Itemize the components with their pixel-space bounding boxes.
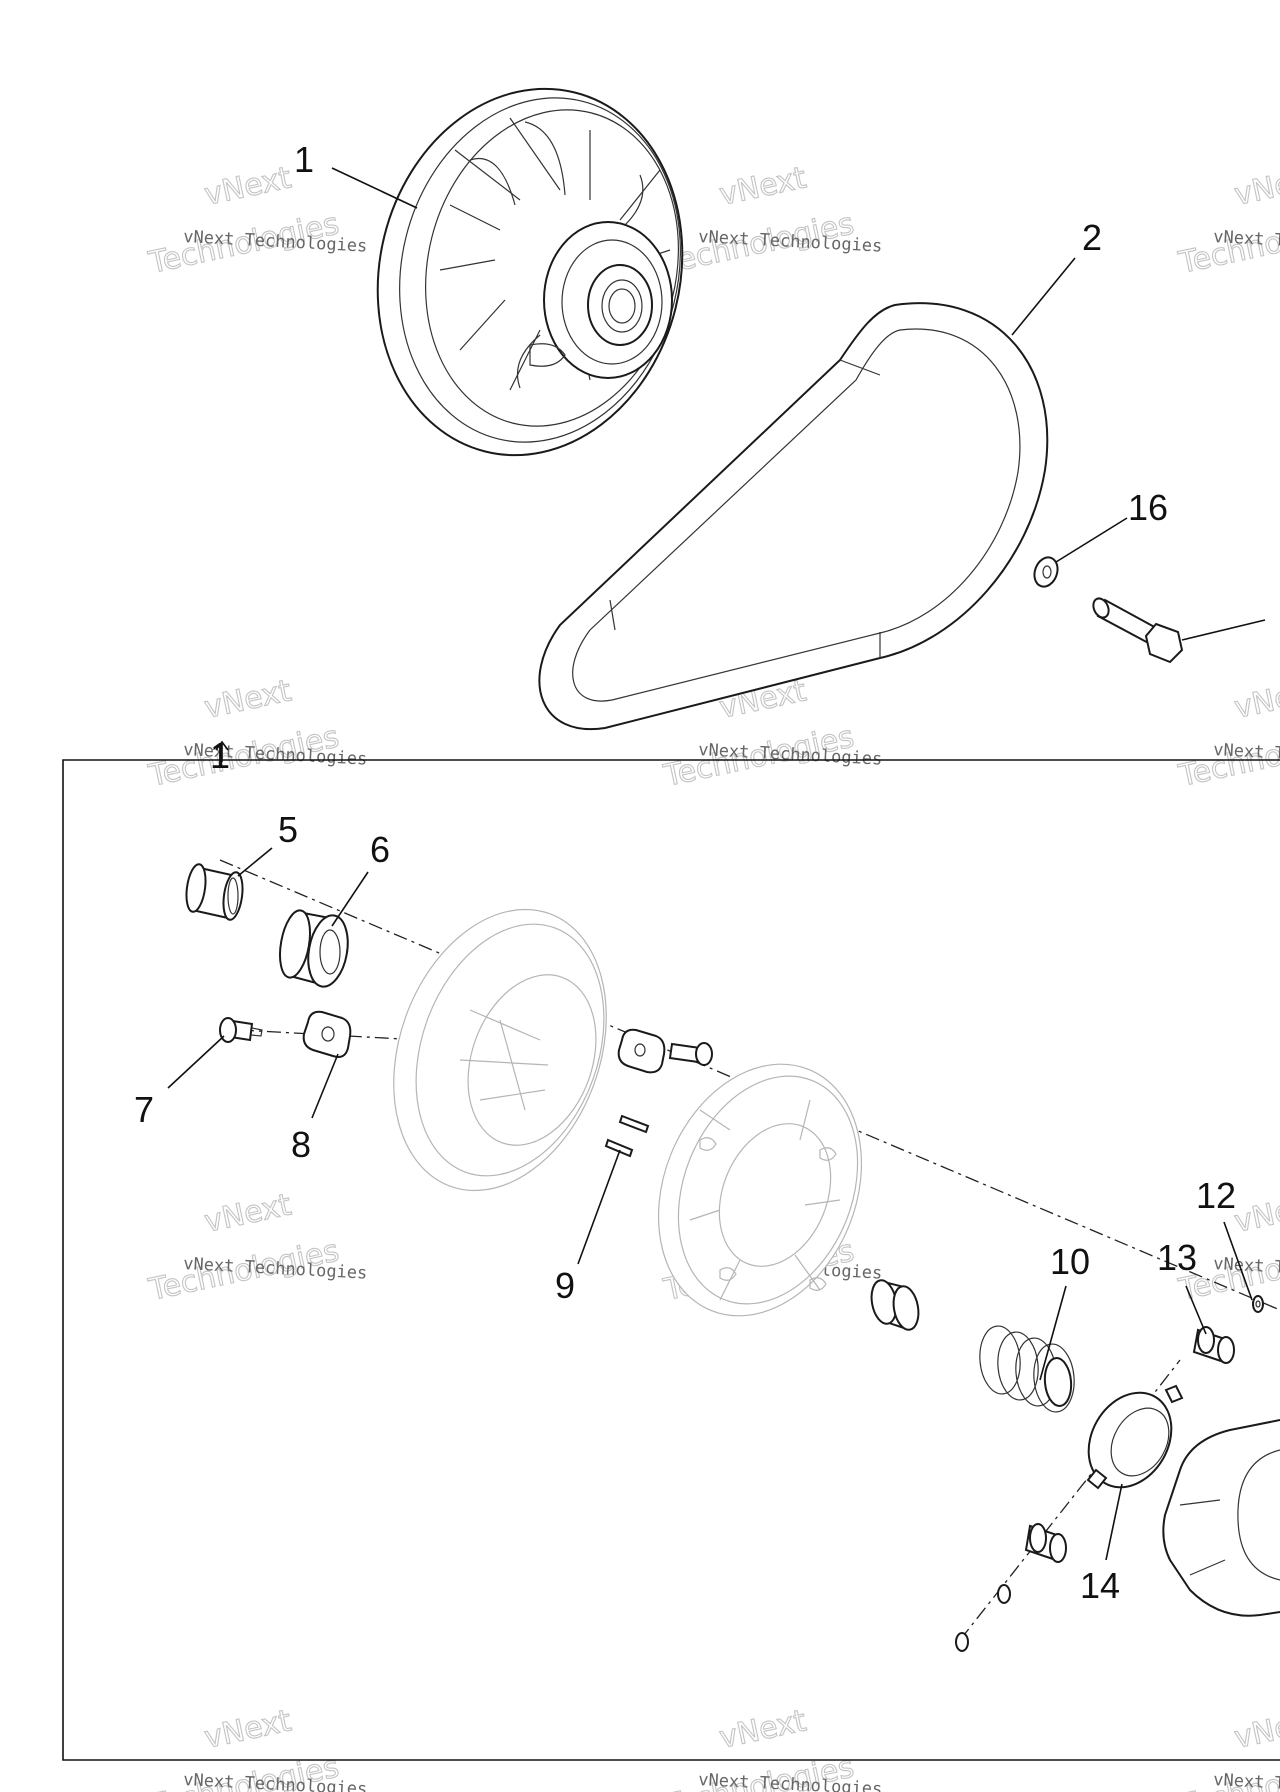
callout-13: 13 [1157,1237,1197,1278]
leader-7 [167,1035,225,1089]
leader-14 [1105,1483,1123,1561]
stationary-sheave [393,908,607,1192]
washer [1033,556,1059,588]
bearing [279,909,349,988]
callout-14: 14 [1080,1565,1120,1606]
svg-text:vNext: vNext [1231,1703,1280,1756]
svg-text:vNext: vNext [1231,1187,1280,1240]
leader-16 [1055,517,1128,563]
small-washer [997,1584,1011,1604]
callout-2: 2 [1082,217,1102,258]
roller-block [617,1028,666,1074]
callout-8: 8 [291,1124,311,1165]
pin [219,1017,263,1043]
svg-text:vNext: vNext [201,160,294,213]
moveable-sheave [657,1063,863,1317]
leader-13 [1185,1285,1207,1335]
watermark-text: vNext Technologies [1213,1770,1280,1792]
spring [979,1325,1075,1413]
leader-6 [331,871,369,927]
dowel-pin [604,1114,650,1158]
leader-1 [331,167,418,209]
leader-5 [237,847,273,877]
leader-bolt [1181,619,1266,641]
small-washer [1252,1295,1264,1313]
svg-text:vNext: vNext [201,1703,294,1756]
roller [1024,1523,1067,1563]
svg-text:vNext: vNext [716,160,809,213]
callout-1: 1 [294,139,314,180]
helix-cam [1086,1384,1184,1490]
watermark: vNext Technologies [1175,160,1280,282]
callout-12: 12 [1196,1175,1236,1216]
frame-callout-arrow [215,740,229,762]
drive-belt [538,302,1049,731]
callout-6: 6 [370,829,390,870]
bolt [1092,597,1184,664]
roller-block [302,1010,352,1058]
cam-housing [1162,1419,1280,1617]
lower-axis [959,1359,1181,1641]
pin [668,1042,713,1066]
watermark: vNext Technologies [145,1187,343,1309]
callout-5: 5 [278,809,298,850]
watermark: vNext Technologies [1175,673,1280,795]
callout-16: 16 [1128,487,1168,528]
svg-text:vNext: vNext [1231,160,1280,213]
exploded-view-frame [62,759,1280,1761]
watermark: vNext Technologies [145,673,343,795]
callout-10: 10 [1050,1241,1090,1282]
roller [1192,1326,1235,1364]
driven-clutch-assembly [376,87,684,457]
leader-9 [577,1149,621,1265]
leader-12 [1223,1221,1253,1301]
svg-text:vNext: vNext [716,1703,809,1756]
leader-2 [1011,257,1076,336]
bushing [185,863,244,921]
svg-text:vNext: vNext [201,673,294,726]
svg-text:vNext: vNext [201,1187,294,1240]
callout-1-exploded: 1 [210,735,230,776]
small-washer [955,1632,969,1652]
spring-cup [870,1279,920,1331]
leader-8 [311,1053,339,1119]
svg-text:vNext: vNext [1231,673,1280,726]
leader-10 [1039,1285,1067,1381]
callout-9: 9 [555,1265,575,1306]
callout-7: 7 [134,1089,154,1130]
